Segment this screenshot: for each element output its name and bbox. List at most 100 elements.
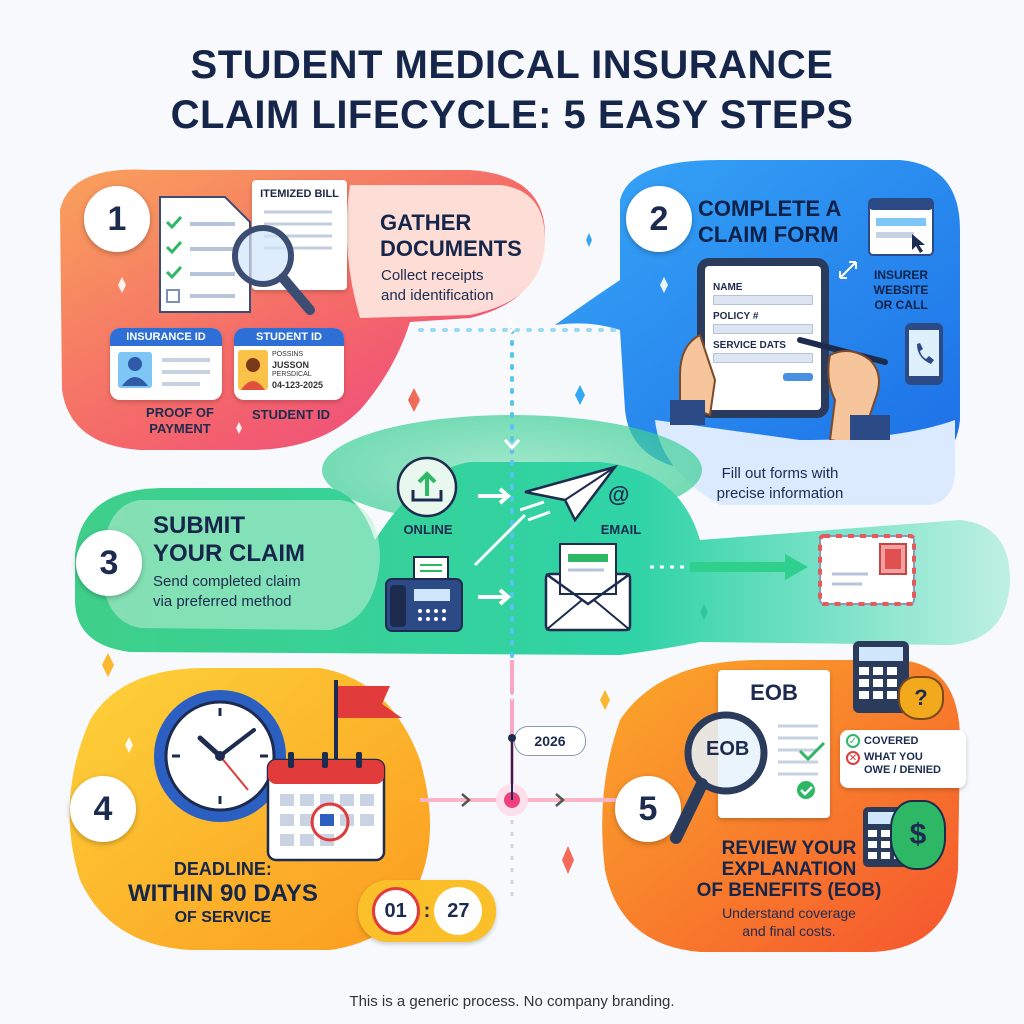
proof-of-payment-caption: PROOF OF PAYMENT [130,405,230,437]
timer-right-value: 27 [447,899,470,922]
step-2-heading-line-1: COMPLETE A [698,196,842,221]
title-line-1: STUDENT MEDICAL INSURANCE [190,43,834,87]
student-id-card: STUDENT ID POSSINS JUSSON PERSDICAL 04-1… [234,328,344,400]
step-3-subtitle-line-2: via preferred method [153,593,292,610]
step-1-subtitle-line-2: and identification [381,287,494,304]
owe-line-2: OWE / DENIED [864,764,942,776]
hand-holding-tablet-icon [670,333,717,425]
form-submit-button [783,373,813,381]
step-3-subtitle: Send completed claim via preferred metho… [153,572,301,612]
step-2-heading: COMPLETE A CLAIM FORM [698,196,841,248]
owe-label: WHAT YOU OWE / DENIED [864,751,941,777]
student-id-field2: PERSDICAL [272,371,312,378]
timer-left-value: 01 [384,899,407,922]
form-field-service-label: SERVICE DATS [713,340,786,351]
step-1-heading-line-1: GATHER [380,210,472,235]
timeline-year: 2026 [534,733,566,749]
timer-left: 01 [371,887,420,935]
pen-hand-icon [797,337,890,440]
upload-icon [396,456,458,518]
insurance-id-label: INSURANCE ID [110,328,222,346]
question-mark: ? [914,685,928,710]
clock-icon [154,690,286,822]
step-5-heading-line-1: REVIEW YOUR [721,838,857,859]
coverage-legend: ✓ COVERED ✕ WHAT YOU OWE / DENIED [840,730,966,788]
step-5-number: 5 [615,776,681,842]
check-icon: ✓ [846,734,860,748]
proof-line-2: PAYMENT [149,421,211,436]
step-3-heading-line-1: SUBMIT [153,512,245,539]
step-2-heading-line-2: CLAIM FORM [698,222,839,247]
insurer-line-3: OR CALL [874,298,928,312]
owe-line-1: WHAT YOU [864,751,923,763]
calendar-icon [266,752,386,862]
insurance-id-card: INSURANCE ID [110,328,222,400]
step-5-heading: REVIEW YOUR EXPLANATION OF BENEFITS (EOB… [684,838,894,901]
covered-label: COVERED [864,735,919,747]
paper-plane-icon [520,464,619,523]
step-2-subtitle: Fill out forms with precise information [680,464,880,504]
step-1-heading: GATHER DOCUMENTS [380,210,522,262]
id-card-icon [118,352,210,388]
countdown-timer: 01 : 27 [358,880,496,942]
money-bag-icon: $ [890,800,946,870]
student-id-date: 04-123-2025 [272,380,324,390]
magnifier-icon [670,711,768,844]
footer-note: This is a generic process. No company br… [349,993,675,1010]
form-field-policy-label: POLICY # [713,311,759,322]
step-4-heading: DEADLINE: WITHIN 90 DAYS OF SERVICE [128,858,318,928]
check-mark-icon [798,741,826,762]
insurer-line-1: INSURER [873,268,928,282]
eob-document-label: EOB [750,680,798,705]
step-3-heading: SUBMIT YOUR CLAIM [153,512,305,568]
step-2-subtitle-line-2: precise information [716,485,844,502]
step-4-number: 4 [70,776,136,842]
online-label: ONLINE [403,522,453,537]
arrow-fax-icon [478,588,512,606]
fax-icon [385,556,463,632]
form-field-policy-input [713,324,813,334]
timer-right: 27 [434,887,483,935]
expand-arrow-icon [839,261,857,279]
form-field-service-input [713,353,813,363]
student-id-field1: POSSINS [272,351,304,358]
timer-separator: : [423,899,431,922]
eob-document: EOB [718,670,830,818]
send-arrow-icon [650,554,808,580]
insurer-line-2: WEBSITE [873,283,929,297]
envelope-icon [544,543,632,632]
step-4-heading-line-1: DEADLINE: [173,859,272,879]
step-5-subtitle: Understand coverage and final costs. [684,904,894,940]
student-id-caption: STUDENT ID [252,407,330,422]
step-2-number: 2 [626,186,692,252]
step-5-subtitle-line-2: and final costs. [742,923,836,939]
page-title: STUDENT MEDICAL INSURANCE CLAIM LIFECYCL… [0,40,1024,140]
mail-letter-icon [818,534,916,606]
student-photo-icon [238,350,268,390]
email-label: EMAIL [600,522,642,537]
step-4-heading-line-3: OF SERVICE [174,909,272,926]
student-id-name: JUSSON [272,360,310,370]
calculator-icon [853,641,909,713]
step-3-subtitle-line-1: Send completed claim [153,573,301,590]
step-3-heading-line-2: YOUR CLAIM [153,540,305,567]
email-at-symbol: @ [608,482,630,507]
step-1-subtitle: Collect receipts and identification [381,266,494,306]
arrow-online-icon [478,487,512,505]
step-1-number: 1 [84,186,150,252]
form-field-name-input [713,295,813,305]
form-field-name-label: NAME [713,282,743,293]
step-1-subtitle-line-1: Collect receipts [381,267,484,284]
eob-lens-label: EOB [706,738,750,760]
diagonal-arrow-icon [473,513,527,567]
step-3-number: 3 [76,530,142,596]
magnifier-icon [232,225,315,315]
browser-window-icon [868,198,934,256]
eob-document-lines [778,724,818,799]
student-id-label: STUDENT ID [234,328,344,346]
money-bag-question-icon: ? [898,676,944,720]
step-4-heading-line-2: WITHIN 90 DAYS [128,880,318,907]
itemized-bill-label: ITEMIZED BILL [260,188,339,200]
step-5-heading-line-3: OF BENEFITS (EOB) [696,880,882,901]
timeline-year-badge: 2026 [514,726,586,756]
